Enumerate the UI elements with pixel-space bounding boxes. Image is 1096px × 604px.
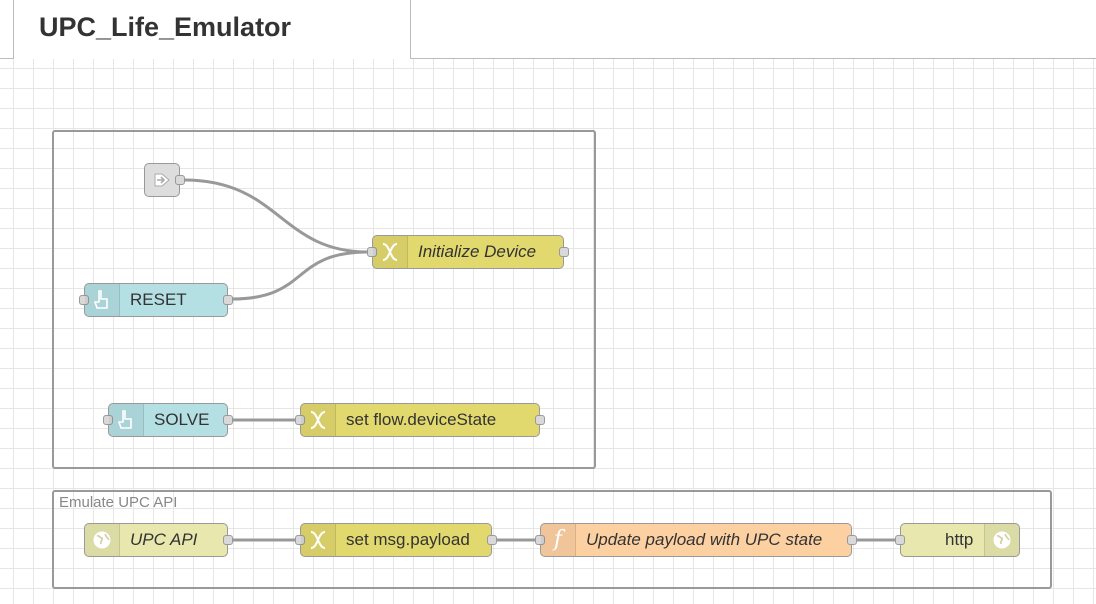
node-label: http — [945, 530, 974, 549]
node-label: SOLVE — [154, 410, 210, 429]
group-emulate-upc-api[interactable]: Emulate UPC API — [52, 490, 1052, 589]
change-shuffle-icon — [301, 404, 336, 436]
set-msg-payload-node[interactable]: set msg.payload — [295, 523, 497, 557]
input-port[interactable] — [367, 247, 377, 257]
output-port[interactable] — [487, 535, 497, 545]
input-port[interactable] — [295, 415, 305, 425]
change-shuffle-icon — [373, 236, 408, 268]
node-label: RESET — [130, 290, 187, 309]
function-icon: f — [541, 524, 576, 556]
input-port[interactable] — [535, 535, 545, 545]
inject-button[interactable] — [79, 295, 89, 305]
set-flow-devicestate-node[interactable]: set flow.deviceState — [295, 403, 545, 437]
inject-hand-icon — [85, 284, 120, 316]
upc-api-http-in-node[interactable]: UPC API — [84, 523, 233, 557]
tab-bar: UPC_Life_Emulator — [0, 0, 1096, 59]
solve-inject-node[interactable]: SOLVE — [103, 403, 233, 437]
node-label: set msg.payload — [346, 530, 470, 549]
inject-button[interactable] — [103, 415, 113, 425]
reset-inject-node[interactable]: RESET — [79, 283, 233, 317]
input-port[interactable] — [895, 535, 905, 545]
output-port[interactable] — [223, 415, 233, 425]
tab-title: UPC_Life_Emulator — [39, 12, 292, 42]
globe-icon — [85, 524, 120, 556]
http-response-node[interactable]: http — [895, 523, 1020, 557]
output-port[interactable] — [223, 295, 233, 305]
output-port[interactable] — [223, 535, 233, 545]
output-port[interactable] — [847, 535, 857, 545]
change-shuffle-icon — [301, 524, 336, 556]
node-label: Initialize Device — [418, 242, 537, 261]
globe-icon — [984, 524, 1019, 556]
inject-hand-icon — [109, 404, 144, 436]
initialize-device-node[interactable]: Initialize Device — [367, 235, 569, 269]
output-port[interactable] — [535, 415, 545, 425]
output-port[interactable] — [559, 247, 569, 257]
group-top[interactable] — [52, 130, 596, 469]
node-label: Update payload with UPC state — [586, 530, 823, 549]
update-payload-function-node[interactable]: f Update payload with UPC state — [535, 523, 857, 557]
tab-flow[interactable]: UPC_Life_Emulator — [13, 0, 411, 59]
link-in-icon — [145, 164, 179, 196]
input-port[interactable] — [295, 535, 305, 545]
link-in-node[interactable] — [144, 163, 185, 197]
node-label: UPC API — [130, 530, 198, 549]
output-port[interactable] — [175, 175, 185, 185]
flow-workspace[interactable]: Emulate UPC API RESET — [0, 59, 1096, 604]
group-label: Emulate UPC API — [59, 494, 178, 511]
node-label: set flow.deviceState — [346, 410, 497, 429]
